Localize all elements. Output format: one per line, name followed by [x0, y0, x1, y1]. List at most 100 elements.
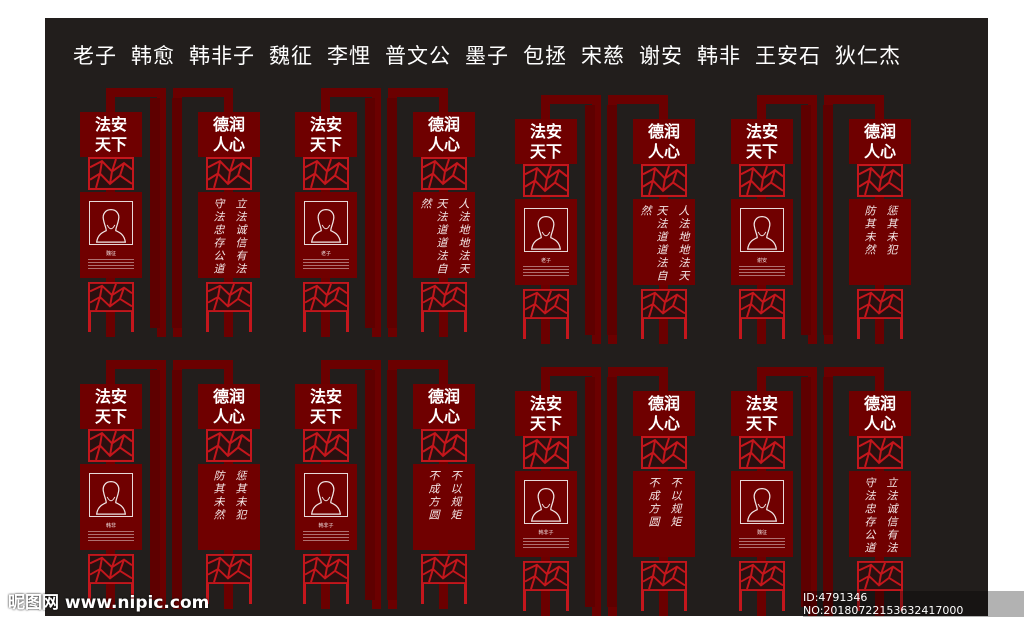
right-sign: 德润 人心 — [198, 384, 260, 429]
portrait-image — [304, 201, 348, 245]
left-sign: 法安 天下 — [731, 391, 793, 436]
post-leg — [131, 312, 134, 332]
lattice-screen — [303, 157, 349, 190]
post-leg — [303, 584, 306, 604]
post-leg — [566, 319, 569, 339]
post-leg — [464, 584, 467, 604]
display-unit: 法安 天下老子德润 人心人法地地法天天法道道法自然 — [515, 95, 697, 344]
portrait-panel: 魏征 — [80, 192, 142, 278]
post-leg — [464, 312, 467, 332]
portrait-panel: 谢安 — [731, 199, 793, 285]
header-name: 韩非 — [697, 44, 741, 68]
post-leg — [641, 591, 644, 611]
pillar — [172, 370, 182, 600]
lattice-screen — [303, 554, 349, 584]
post-leg — [641, 319, 644, 339]
verse-panel: 人法地地法天天法道道法自然 — [633, 199, 695, 285]
portrait-panel: 老子 — [515, 199, 577, 285]
post-leg — [421, 584, 424, 604]
portrait-name: 韩非子 — [318, 523, 334, 529]
right-sign: 德润 人心 — [413, 112, 475, 157]
image-id: ID:4791346 NO:20180722153632417000 — [803, 591, 1024, 617]
verse-column: 不以规矩 — [449, 470, 462, 522]
verse-column: 不成方圆 — [427, 470, 440, 522]
post-leg — [900, 591, 903, 611]
lattice-screen — [739, 436, 785, 469]
verse-column: 不以规矩 — [669, 477, 682, 529]
display-unit: 法安 天下魏征德润 人心立法诚信有法守法忠存公道 — [80, 88, 262, 337]
lattice-screen — [523, 164, 569, 197]
lattice-screen — [641, 436, 687, 469]
portrait-image — [740, 208, 784, 252]
post-leg — [88, 584, 91, 604]
pillar — [823, 105, 833, 335]
verse-panel: 不以规矩不成方圆 — [413, 464, 475, 550]
lattice-screen — [206, 554, 252, 584]
left-sign: 法安 天下 — [731, 119, 793, 164]
lattice-screen — [421, 429, 467, 462]
lattice-screen — [857, 436, 903, 469]
verse-column: 守法忠存公道 — [863, 477, 876, 555]
verse-column: 防其未然 — [212, 470, 225, 522]
verse-panel: 立法诚信有法守法忠存公道 — [849, 471, 911, 557]
verse-column: 守法忠存公道 — [212, 198, 225, 276]
right-sign: 德润 人心 — [198, 112, 260, 157]
pillar — [365, 370, 375, 600]
portrait-panel: 韩非子 — [515, 471, 577, 557]
pillar — [585, 377, 595, 607]
verse-panel: 立法诚信有法守法忠存公道 — [198, 192, 260, 278]
verse-panel: 惩其未犯防其未然 — [849, 199, 911, 285]
pillar — [823, 377, 833, 607]
right-sign: 德润 人心 — [849, 391, 911, 436]
bio-text — [523, 266, 569, 278]
portrait-panel: 魏征 — [731, 471, 793, 557]
bio-text — [303, 259, 349, 271]
pillar — [150, 370, 160, 600]
lattice-screen — [303, 282, 349, 312]
verse-column: 天法道道法自然 — [419, 198, 448, 276]
pillar — [607, 105, 617, 335]
verse-column: 不成方圆 — [647, 477, 660, 529]
display-unit: 法安 天下韩非子德润 人心不以规矩不成方圆 — [515, 367, 697, 616]
header-name: 王安石 — [755, 44, 821, 68]
pillar — [172, 98, 182, 328]
portrait-panel: 韩非子 — [295, 464, 357, 550]
left-sign: 法安 天下 — [515, 119, 577, 164]
verse-column: 防其未然 — [863, 205, 876, 257]
pillar — [387, 98, 397, 328]
pillar — [607, 377, 617, 607]
lattice-screen — [206, 157, 252, 190]
portrait-image — [89, 473, 133, 517]
portrait-image — [304, 473, 348, 517]
header-name: 墨子 — [465, 44, 509, 68]
portrait-image — [524, 208, 568, 252]
verse-column: 人法地地法天 — [677, 205, 690, 283]
verse-panel: 不以规矩不成方圆 — [633, 471, 695, 557]
verse-panel: 人法地地法天天法道道法自然 — [413, 192, 475, 278]
post-leg — [88, 312, 91, 332]
lattice-screen — [421, 282, 467, 312]
post-leg — [684, 591, 687, 611]
header-name: 魏征 — [269, 44, 313, 68]
post-leg — [782, 319, 785, 339]
post-leg — [346, 312, 349, 332]
header-name: 韩愈 — [131, 44, 175, 68]
lattice-screen — [88, 429, 134, 462]
post-leg — [421, 312, 424, 332]
portrait-name: 韩非子 — [538, 530, 554, 536]
right-sign: 德润 人心 — [849, 119, 911, 164]
lattice-screen — [739, 289, 785, 319]
pillar — [801, 105, 811, 335]
verse-column: 立法诚信有法 — [885, 477, 898, 555]
lattice-screen — [88, 157, 134, 190]
portrait-name: 韩非 — [105, 523, 116, 529]
verse-column: 惩其未犯 — [885, 205, 898, 257]
left-sign: 法安 天下 — [295, 112, 357, 157]
post-leg — [739, 319, 742, 339]
lattice-screen — [206, 282, 252, 312]
post-leg — [249, 312, 252, 332]
post-leg — [857, 591, 860, 611]
portrait-name: 谢安 — [756, 258, 767, 264]
verse-panel: 惩其未犯防其未然 — [198, 464, 260, 550]
lattice-screen — [523, 561, 569, 591]
